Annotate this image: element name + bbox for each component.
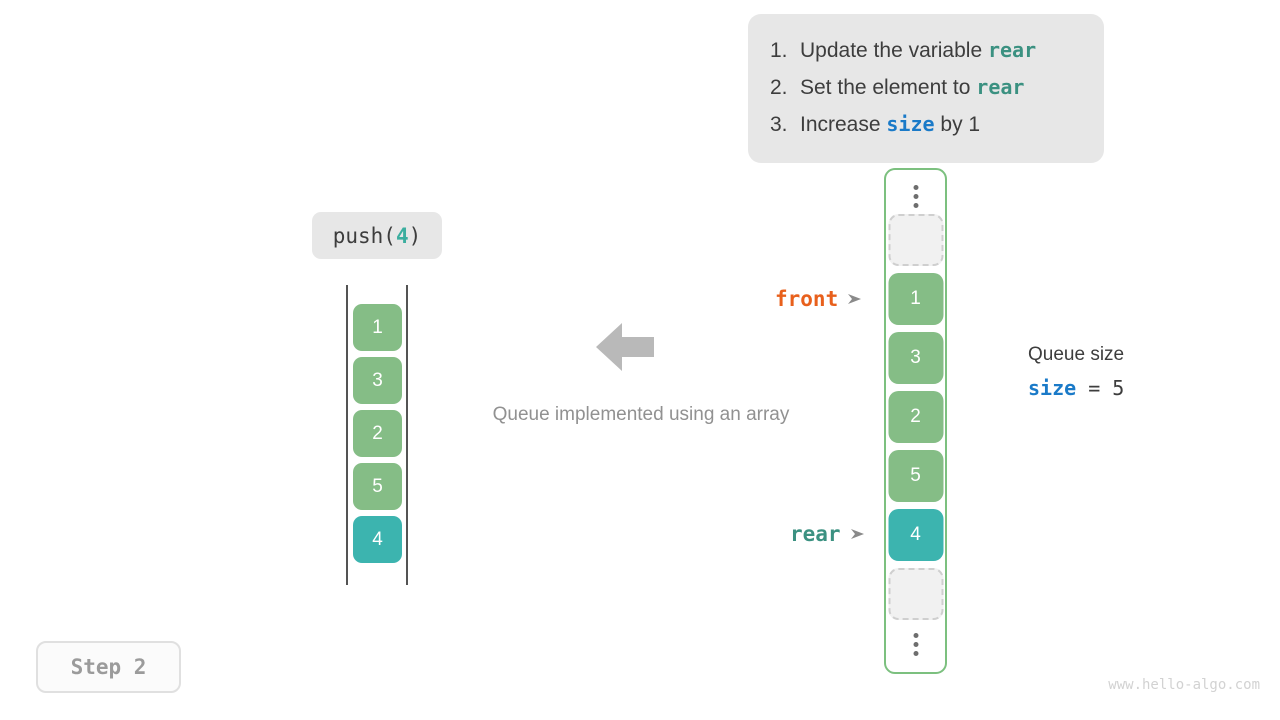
array-cell-empty (888, 214, 943, 266)
left-arrow-icon (596, 322, 654, 372)
instruction-number: 1. (770, 39, 788, 62)
instruction-text-pre: Set the element to (800, 76, 977, 99)
ellipsis-top-icon (913, 185, 918, 208)
instruction-number: 2. (770, 76, 788, 99)
instruction-number: 3. (770, 113, 788, 136)
keyword-size: size (886, 112, 935, 136)
queue-cell: 5 (353, 463, 402, 510)
instruction-text-post: by 1 (934, 113, 981, 136)
dot (913, 642, 918, 647)
pointer-arrow-icon (850, 524, 866, 545)
array-cell: 3 (888, 332, 943, 384)
operation-name: push( (332, 223, 396, 248)
queue-cell: 1 (353, 304, 402, 351)
array-cell: 5 (888, 450, 943, 502)
queue-cell: 2 (353, 410, 402, 457)
physical-array-cells: 1 3 2 5 4 (888, 214, 943, 627)
operation-paren-close: ) (408, 223, 422, 248)
array-cell: 1 (888, 273, 943, 325)
queue-size-expression: size = 5 (1028, 376, 1124, 400)
logical-queue-cells: 1 3 2 5 4 (353, 304, 402, 569)
dot (913, 651, 918, 656)
array-cell-new: 4 (888, 509, 943, 561)
queue-size-block: Queue size size = 5 (1028, 344, 1124, 400)
queue-right-boundary (406, 285, 408, 585)
instruction-panel: 1. Update the variable rear 2. Set the e… (748, 14, 1104, 163)
operation-label: push(4) (312, 212, 442, 259)
queue-cell-new: 4 (353, 516, 402, 563)
rear-pointer: rear (790, 522, 866, 546)
rear-pointer-label: rear (790, 522, 841, 546)
instruction-text: Set the element to rear (800, 69, 1024, 106)
pointer-arrow-icon (847, 289, 863, 310)
keyword-rear: rear (987, 38, 1037, 62)
dot (913, 633, 918, 638)
size-equals: = (1076, 376, 1113, 400)
physical-array: 1 3 2 5 4 (884, 168, 947, 674)
instruction-text-pre: Increase (800, 113, 887, 136)
logical-queue: 1 3 2 5 4 (346, 285, 408, 585)
dot (913, 185, 918, 190)
queue-size-title: Queue size (1028, 344, 1125, 365)
instruction-text: Update the variable rear (800, 32, 1036, 69)
front-pointer-label: front (775, 287, 839, 311)
ellipsis-bottom-icon (913, 633, 918, 656)
dot (913, 194, 918, 199)
queue-left-boundary (346, 285, 348, 585)
operation-argument: 4 (395, 223, 409, 248)
diagram-caption: Queue implemented using an array (492, 404, 790, 425)
keyword-rear: rear (976, 75, 1025, 99)
step-badge: Step 2 (36, 641, 181, 693)
instruction-item: 3. Increase size by 1 (748, 106, 1104, 143)
size-variable: size (1028, 376, 1077, 400)
array-cell: 2 (888, 391, 943, 443)
dot (913, 203, 918, 208)
instruction-item: 2. Set the element to rear (748, 69, 1104, 106)
instruction-text: Increase size by 1 (800, 106, 980, 143)
front-pointer: front (775, 287, 863, 311)
instruction-text-pre: Update the variable (800, 39, 988, 62)
watermark: www.hello-algo.com (1108, 677, 1260, 693)
queue-cell: 3 (353, 357, 402, 404)
array-cell-empty (888, 568, 943, 620)
instruction-item: 1. Update the variable rear (748, 32, 1104, 69)
size-value: 5 (1112, 376, 1125, 400)
